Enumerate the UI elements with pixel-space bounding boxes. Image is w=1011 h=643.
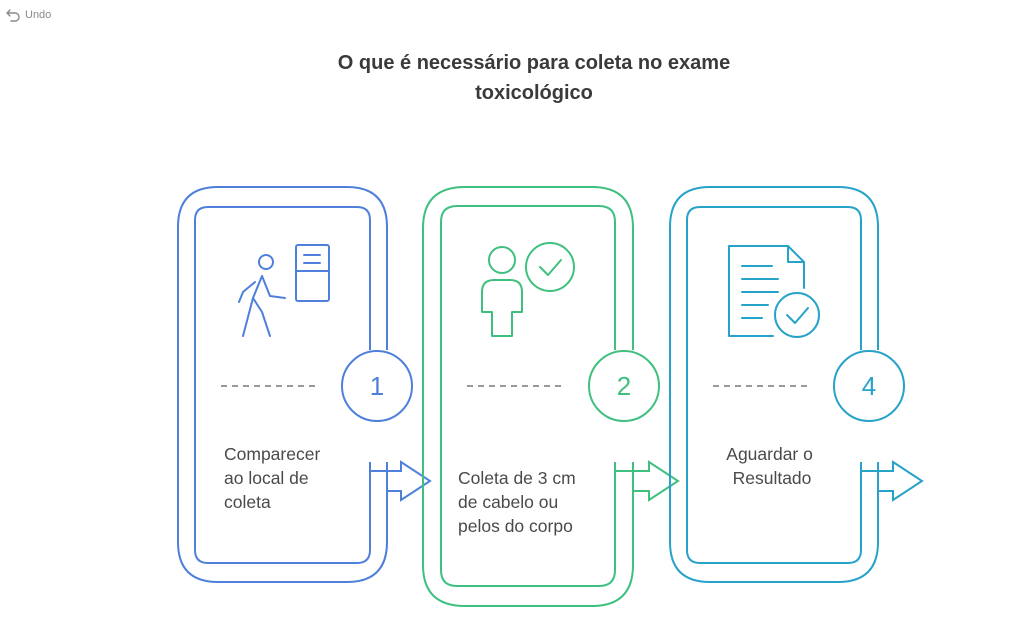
step-4-outer-frame xyxy=(669,186,879,583)
step-1-frame xyxy=(194,206,371,564)
step-4-arrow-icon xyxy=(860,460,924,502)
step-2-text: Coleta de 3 cm de cabelo ou pelos do cor… xyxy=(458,468,581,536)
person-check-icon xyxy=(481,242,575,337)
document-check-icon xyxy=(728,245,820,338)
step-2 xyxy=(422,186,680,607)
step-2-frame xyxy=(440,205,616,587)
step-4 xyxy=(669,186,924,583)
step-4-frame xyxy=(686,206,862,564)
step-4-text: Aguardar o Resultado xyxy=(726,444,817,488)
step-1-text: Comparecer ao local de coleta xyxy=(224,444,325,512)
step-1-outer-frame xyxy=(177,186,388,583)
walking-person-to-door-icon xyxy=(238,244,330,337)
title-line-1: O que é necessário para coleta no exame xyxy=(337,52,731,74)
step-2-number: 2 xyxy=(617,371,631,401)
step-1-number: 1 xyxy=(370,371,384,401)
step-2-arrow-icon xyxy=(614,460,680,502)
undo-arrow-icon xyxy=(6,9,20,22)
title-line-2: toxicológico xyxy=(475,82,593,104)
undo-button[interactable]: Undo xyxy=(5,8,51,22)
step-2-outer-frame xyxy=(422,186,634,607)
step-1-arrow-icon xyxy=(369,460,432,502)
step-1-number-circle xyxy=(341,350,413,422)
step-2-number-circle xyxy=(588,350,660,422)
step-4-number: 4 xyxy=(862,371,876,401)
undo-label: Undo xyxy=(25,9,52,21)
step-4-number-circle xyxy=(833,350,905,422)
step-1 xyxy=(177,186,432,583)
page-title: O que é necessário para coleta no exame … xyxy=(0,48,1011,108)
